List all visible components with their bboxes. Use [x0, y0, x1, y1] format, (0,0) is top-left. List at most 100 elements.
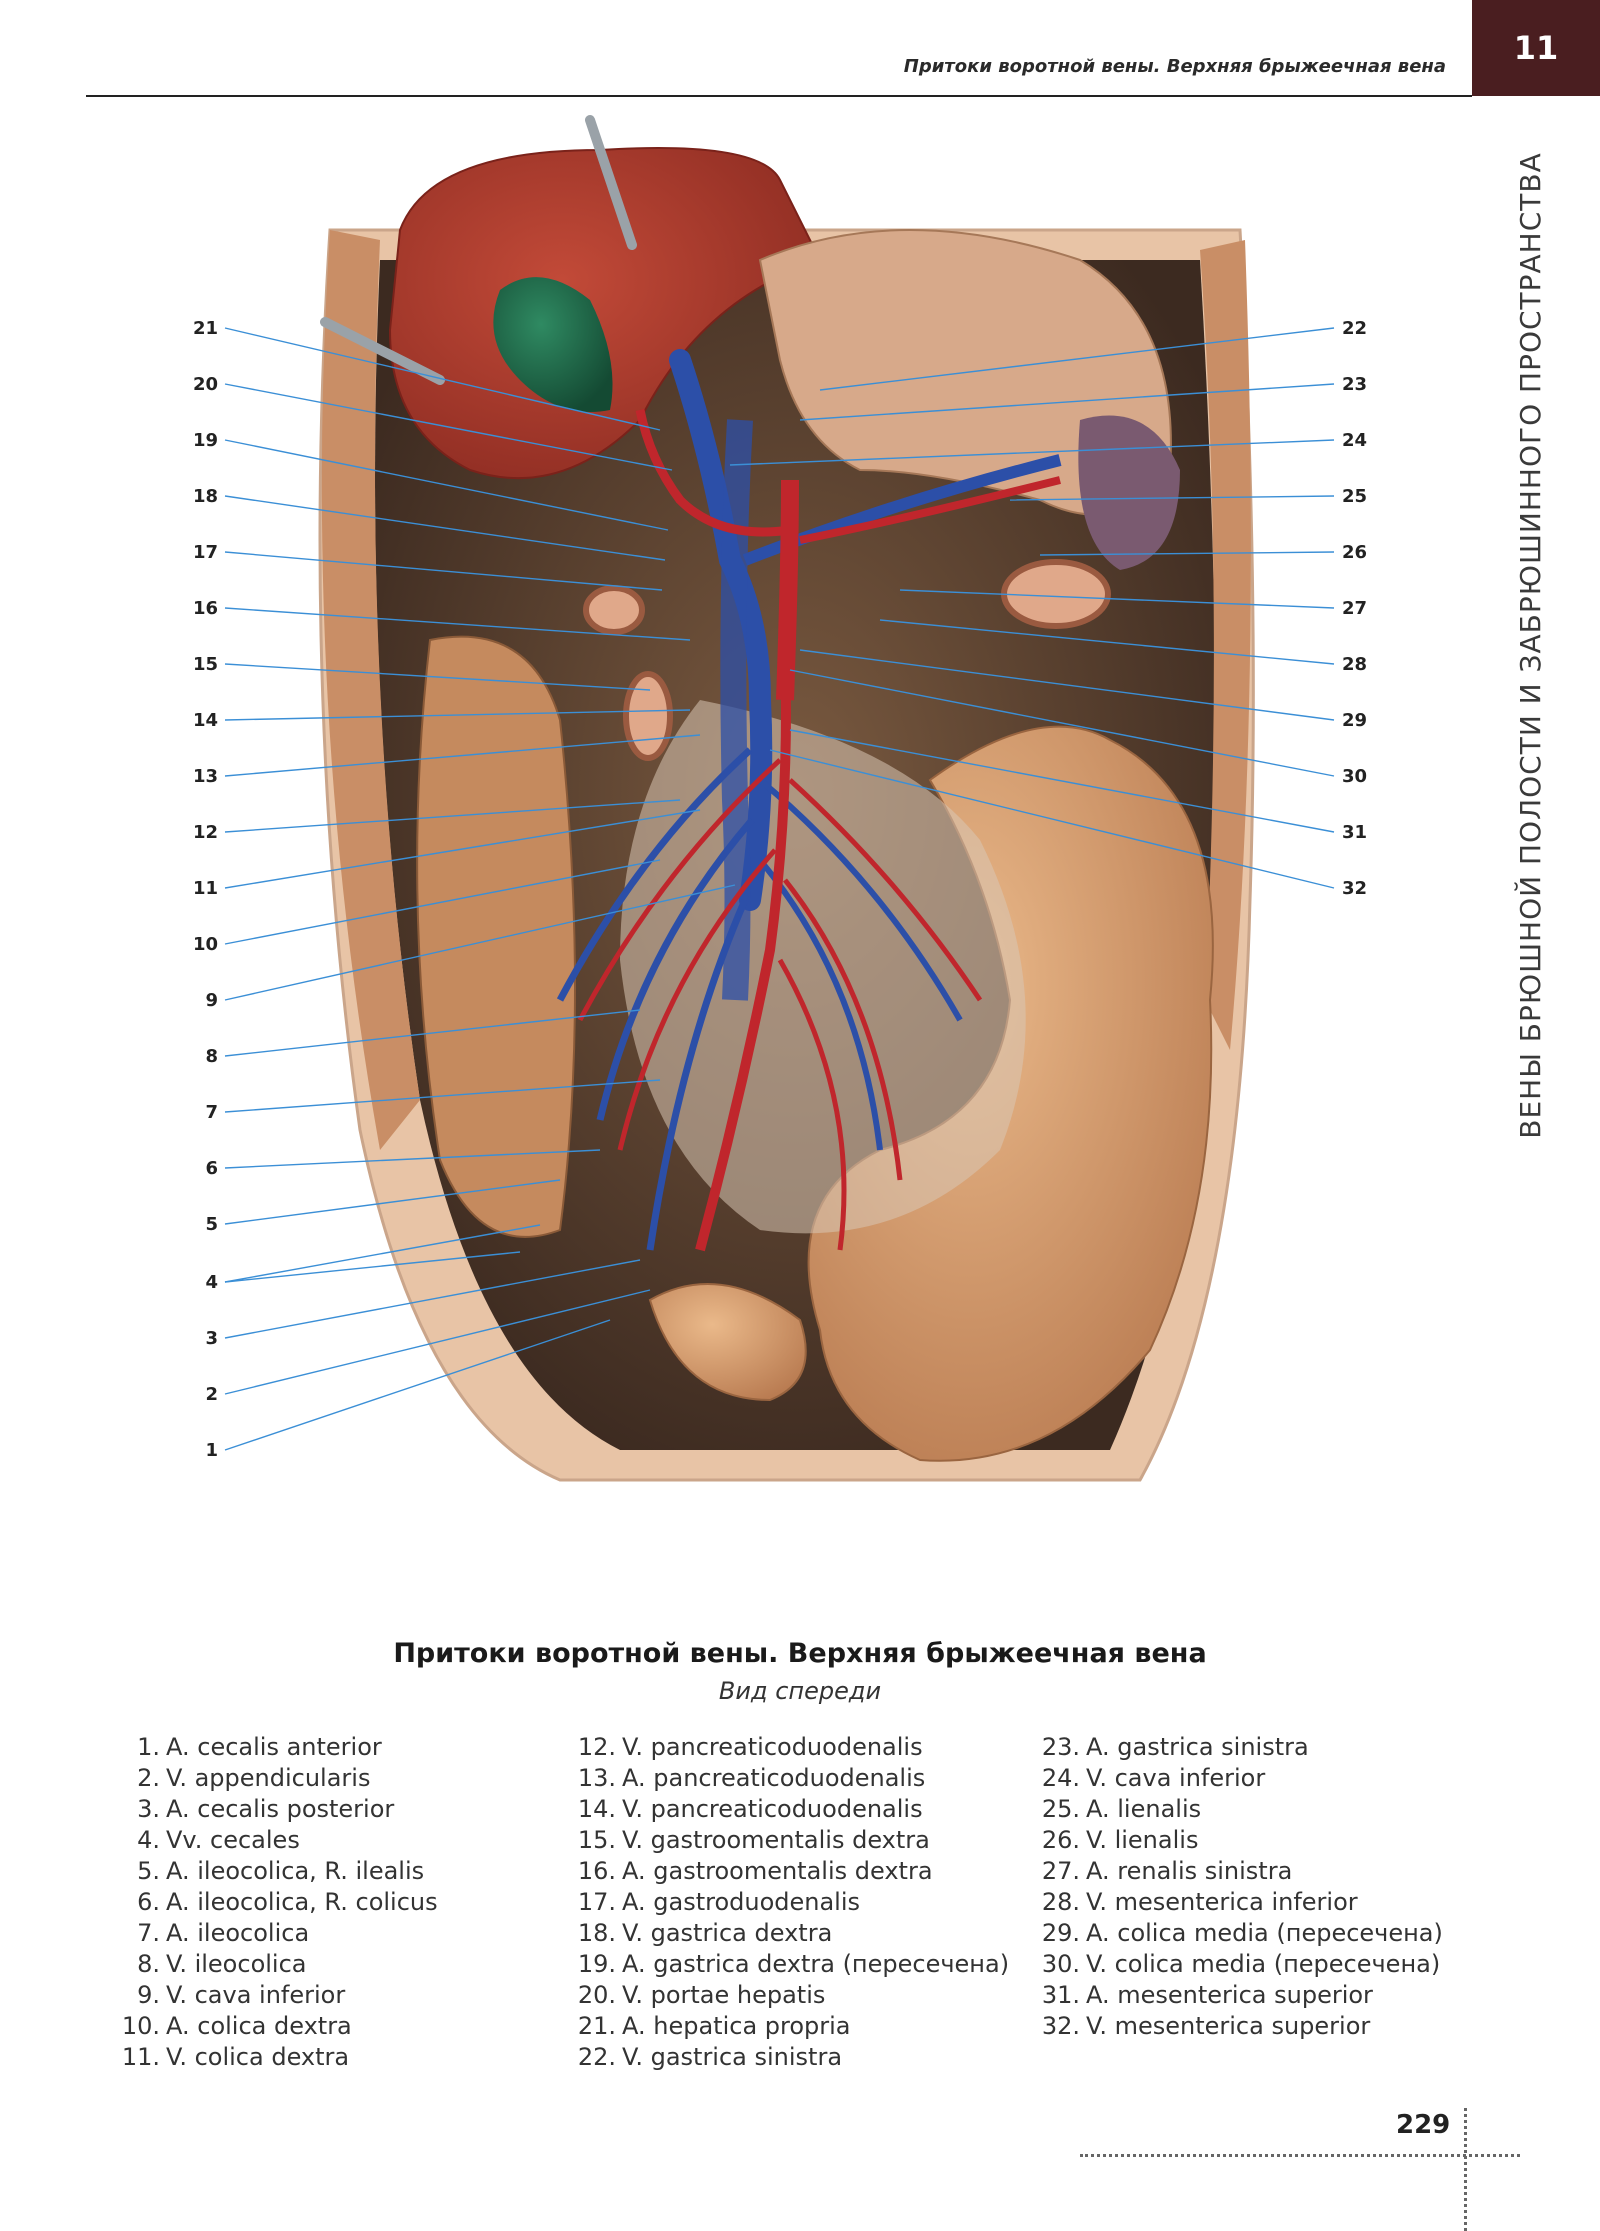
callout-10: 10	[193, 934, 218, 955]
chapter-tab: 11	[1472, 0, 1600, 96]
legend-text: V. ileocolica	[166, 1950, 307, 1978]
legend-text: V. appendicularis	[166, 1764, 371, 1792]
callout-3: 3	[205, 1328, 218, 1349]
retractor-2	[320, 317, 445, 385]
legend-item: 18.V. gastrica dextra	[570, 1918, 1009, 1949]
legend-text: V. lienalis	[1086, 1826, 1199, 1854]
legend-item: 27.A. renalis sinistra	[1034, 1856, 1443, 1887]
legend-text: A. gastroomentalis dextra	[622, 1857, 933, 1885]
legend-text: V. colica media (пересечена)	[1086, 1950, 1441, 1978]
legend-item: 1.A. cecalis anterior	[100, 1732, 438, 1763]
legend-text: Vv. cecales	[166, 1826, 300, 1854]
callout-23: 23	[1342, 374, 1367, 395]
cecum	[648, 1283, 807, 1402]
callout-numbers-left: 21 20 19 18 17 16 15 14 13 12 11 10 9 8 …	[193, 318, 218, 1461]
legend-num: 7.	[137, 1919, 160, 1947]
legend-item: 28.V. mesenterica inferior	[1034, 1887, 1443, 1918]
legend-item: 19.A. gastrica dextra (пересечена)	[570, 1949, 1009, 1980]
legend-column-1: 1.A. cecalis anterior 2.V. appendiculari…	[100, 1732, 438, 2073]
callout-8: 8	[205, 1046, 218, 1067]
legend-num: 30.	[1041, 1950, 1080, 1978]
legend-num: 22.	[577, 2043, 616, 2071]
sm-artery-branches-left	[777, 778, 983, 1251]
callout-1: 1	[205, 1440, 218, 1461]
right-wall-muscle	[321, 230, 420, 1150]
legend-num: 10.	[121, 2012, 160, 2040]
running-title: Притоки воротной вены. Верхняя брыжеечна…	[903, 56, 1446, 77]
splenic-artery	[799, 476, 1061, 544]
legend-num: 15.	[577, 1826, 616, 1854]
callout-31: 31	[1342, 822, 1367, 843]
legend-text: V. pancreaticoduodenalis	[622, 1795, 923, 1823]
legend-text: A. cecalis anterior	[166, 1733, 382, 1761]
legend-column-2: 12.V. pancreaticoduodenalis 13.A. pancre…	[570, 1732, 1009, 2073]
retractor-1	[585, 115, 637, 250]
callout-lines-right	[729, 327, 1335, 889]
legend-num: 3.	[137, 1795, 160, 1823]
legend-num: 24.	[1041, 1764, 1080, 1792]
legend-num: 4.	[137, 1826, 160, 1854]
callout-4: 4	[205, 1272, 218, 1293]
legend-num: 25.	[1041, 1795, 1080, 1823]
legend-text: V. cava inferior	[166, 1981, 346, 2009]
callout-12: 12	[193, 822, 218, 843]
legend-item: 31.A. mesenterica superior	[1034, 1980, 1443, 2011]
callout-18: 18	[193, 486, 218, 507]
callout-21: 21	[193, 318, 218, 339]
legend-text: A. cecalis posterior	[166, 1795, 395, 1823]
legend-num: 28.	[1041, 1888, 1080, 1916]
legend-text: A. gastroduodenalis	[622, 1888, 861, 1916]
side-section-title: ВЕНЫ БРЮШНОЙ ПОЛОСТИ И ЗАБРЮШИННОГО ПРОС…	[1475, 120, 1585, 1170]
legend-item: 23.A. gastrica sinistra	[1034, 1732, 1443, 1763]
legend-item: 21.A. hepatica propria	[570, 2011, 1009, 2042]
legend-num: 29.	[1041, 1919, 1080, 1947]
legend-text: A. ileocolica, R. ilealis	[166, 1857, 425, 1885]
legend-text: A. ileocolica	[166, 1919, 310, 1947]
legend-item: 16.A. gastroomentalis dextra	[570, 1856, 1009, 1887]
mesentery	[620, 700, 1026, 1234]
callout-32: 32	[1342, 878, 1367, 899]
legend-num: 20.	[577, 1981, 616, 2009]
legend-num: 11.	[121, 2043, 160, 2071]
legend-item: 11.V. colica dextra	[100, 2042, 438, 2073]
legend-num: 1.	[137, 1733, 160, 1761]
legend-num: 13.	[577, 1764, 616, 1792]
legend-item: 22.V. gastrica sinistra	[570, 2042, 1009, 2073]
legend-item: 7.A. ileocolica	[100, 1918, 438, 1949]
legend-item: 8.V. ileocolica	[100, 1949, 438, 1980]
legend-text: V. colica dextra	[166, 2043, 350, 2071]
callout-2: 2	[205, 1384, 218, 1405]
legend-text: A. gastrica dextra (пересечена)	[622, 1950, 1010, 1978]
legend-text: A. lienalis	[1086, 1795, 1202, 1823]
legend-num: 2.	[137, 1764, 160, 1792]
sm-vein-branches-left	[757, 777, 963, 1151]
callout-22: 22	[1342, 318, 1367, 339]
legend-text: A. mesenterica superior	[1086, 1981, 1373, 2009]
callout-29: 29	[1342, 710, 1367, 731]
legend-item: 5.A. ileocolica, R. ilealis	[100, 1856, 438, 1887]
legend-item: 9.V. cava inferior	[100, 1980, 438, 2011]
callout-27: 27	[1342, 598, 1367, 619]
callout-30: 30	[1342, 766, 1367, 787]
duodenum-ring-lower	[623, 671, 673, 761]
legend-num: 31.	[1041, 1981, 1080, 2009]
legend-text: V. mesenterica inferior	[1086, 1888, 1358, 1916]
legend-text: V. cava inferior	[1086, 1764, 1266, 1792]
callout-25: 25	[1342, 486, 1367, 507]
hepatic-artery	[635, 409, 791, 537]
legend-item: 29.A. colica media (пересечена)	[1034, 1918, 1443, 1949]
header-rule	[86, 95, 1472, 97]
legend-item: 6.A. ileocolica, R. colicus	[100, 1887, 438, 1918]
legend-num: 12.	[577, 1733, 616, 1761]
legend-item: 30.V. colica media (пересечена)	[1034, 1949, 1443, 1980]
legend-num: 23.	[1041, 1733, 1080, 1761]
legend-text: V. gastrica dextra	[622, 1919, 833, 1947]
callout-17: 17	[193, 542, 218, 563]
footer-dotted-rule	[1080, 2154, 1520, 2157]
legend-text: A. renalis sinistra	[1086, 1857, 1293, 1885]
ascending-colon	[416, 635, 576, 1238]
legend-text: V. gastroomentalis dextra	[622, 1826, 930, 1854]
spleen	[1078, 415, 1180, 570]
legend-num: 14.	[577, 1795, 616, 1823]
legend-text: V. gastrica sinistra	[622, 2043, 843, 2071]
